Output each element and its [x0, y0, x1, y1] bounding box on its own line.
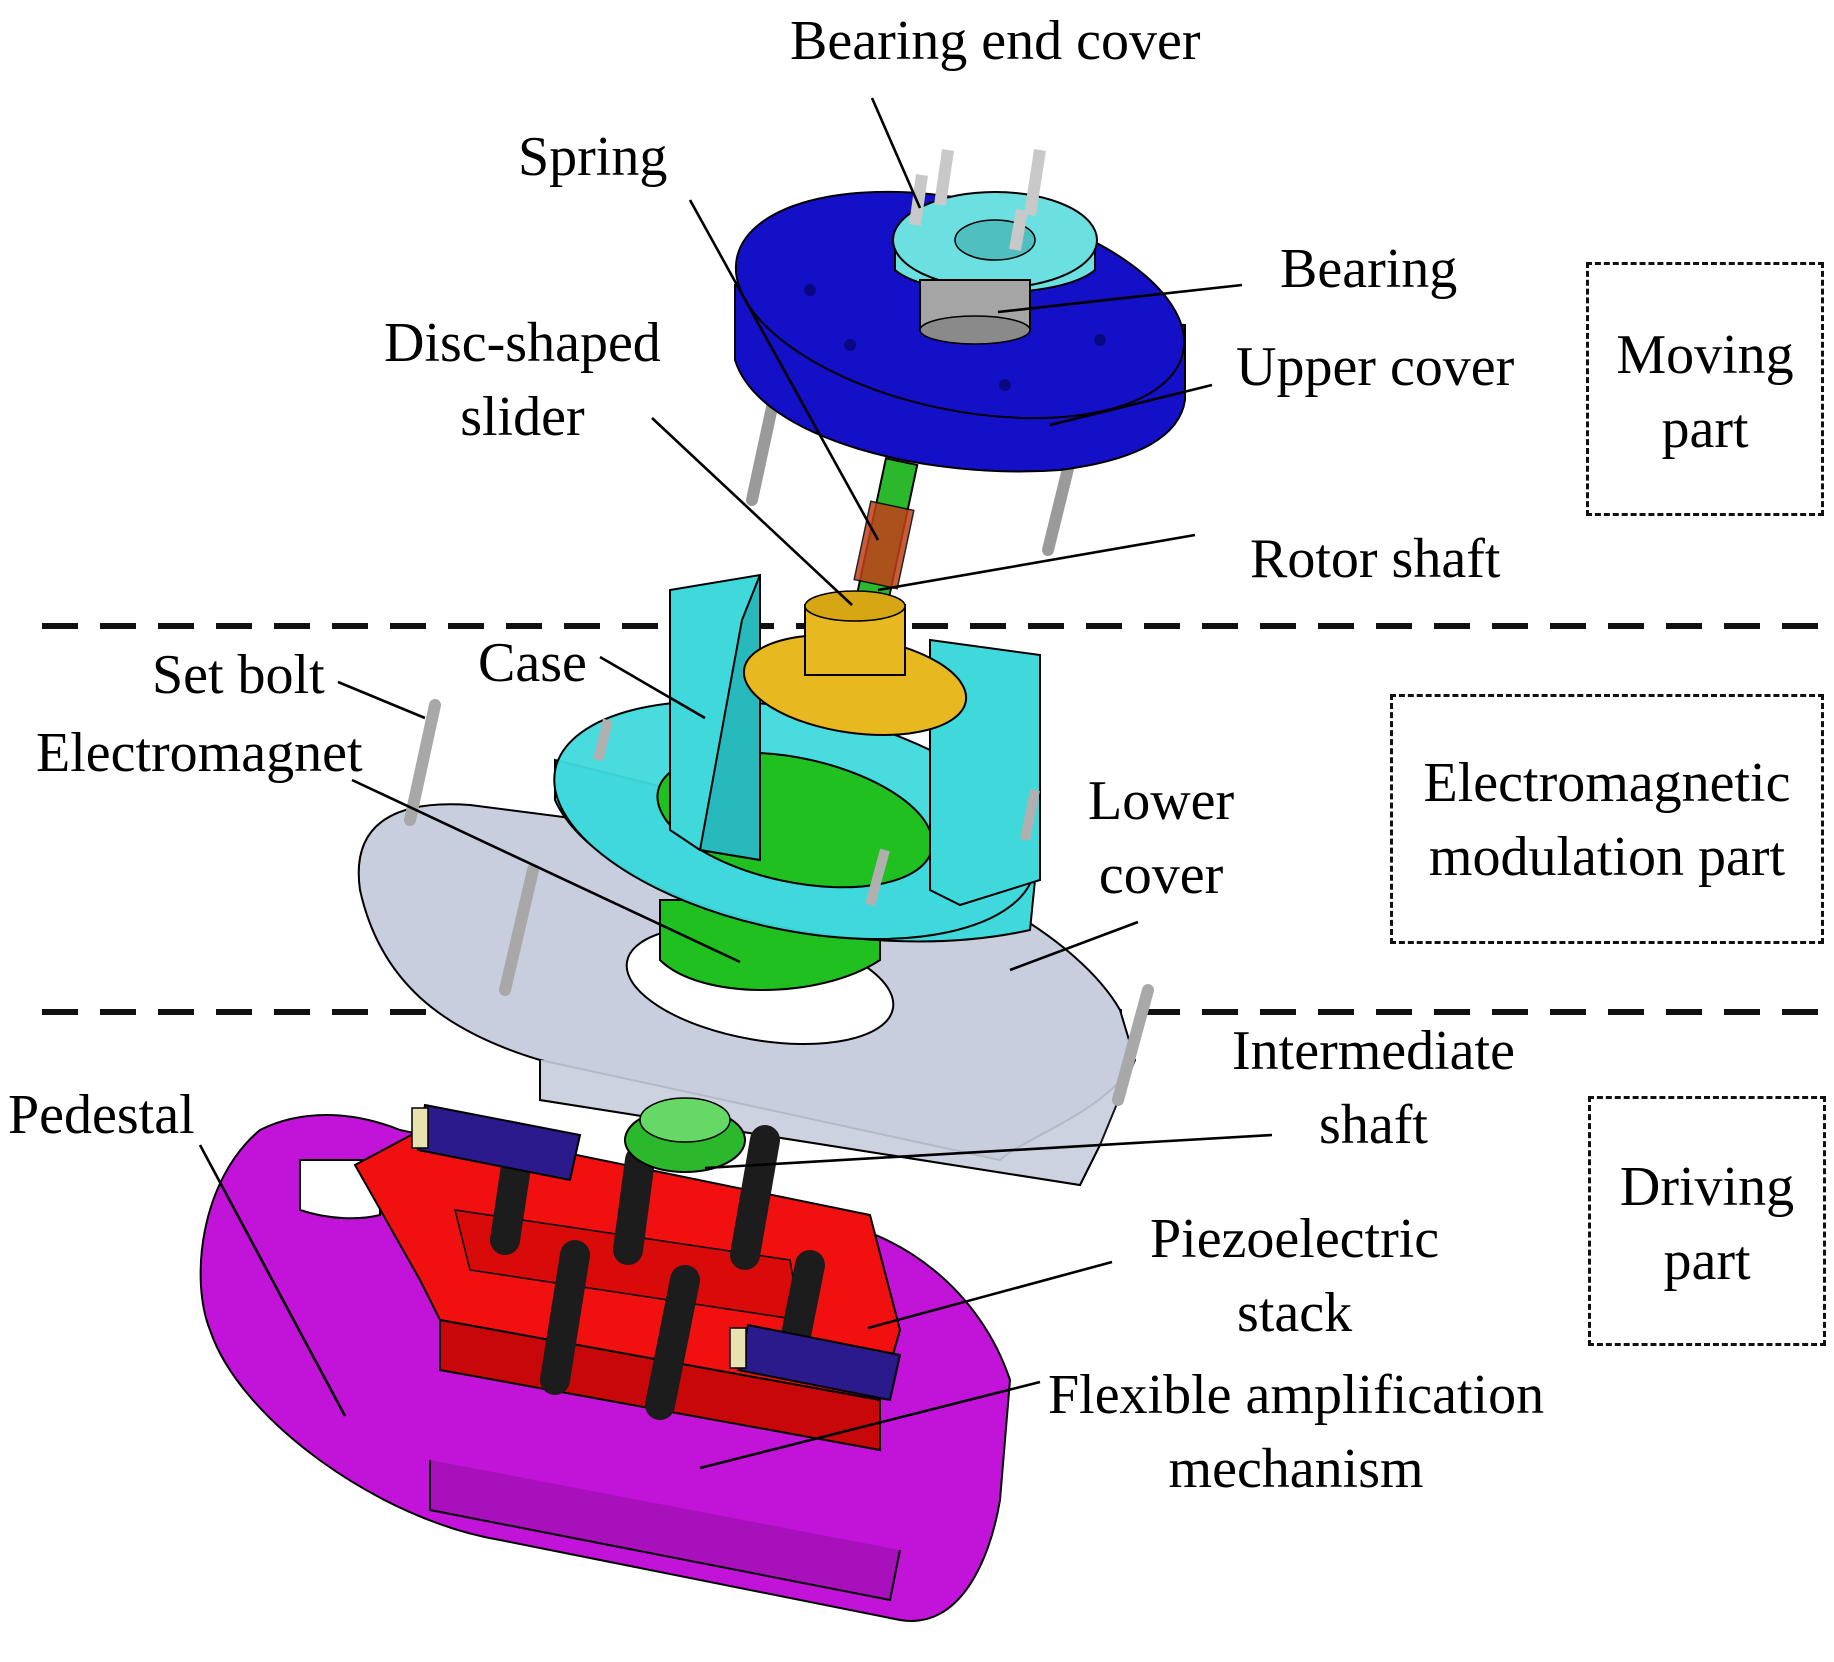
section-box-driving-part: [1588, 1096, 1826, 1346]
label-set-bolt: Set bolt: [152, 644, 325, 706]
disc-shaped-slider-part: [742, 590, 968, 737]
bearing-end-cover-part: [892, 149, 1098, 345]
label-pedestal: Pedestal: [8, 1084, 195, 1146]
label-rotor-shaft: Rotor shaft: [1250, 528, 1501, 590]
leader-upper-cover: [1049, 383, 1213, 427]
section-box-electromagnetic-modulation-part: [1390, 694, 1824, 944]
label-piezoelectric-stack: Piezoelectric stack: [1150, 1208, 1440, 1344]
section-box-moving-part: [1586, 262, 1824, 516]
leader-disc-shaped-slider: [651, 417, 853, 606]
leader-bearing: [997, 283, 1243, 314]
label-case: Case: [478, 632, 587, 694]
leader-electromagnet: [351, 778, 741, 964]
case-part: [553, 573, 1041, 943]
leader-piezoelectric-stack: [867, 1260, 1113, 1330]
label-spring: Spring: [518, 126, 668, 188]
leader-pedestal: [198, 1144, 347, 1417]
label-bearing: Bearing: [1280, 238, 1458, 300]
leader-flexible-amplification: [699, 1380, 1041, 1470]
leader-set-bolt: [337, 680, 426, 720]
leader-case: [599, 655, 706, 720]
leader-lines: [198, 97, 1273, 1470]
leader-lower-cover: [1009, 920, 1139, 972]
label-bearing-end-cover: Bearing end cover: [790, 10, 1201, 72]
leader-rotor-shaft: [877, 533, 1196, 592]
leader-intermediate-shaft: [704, 1133, 1273, 1170]
label-upper-cover: Upper cover: [1236, 336, 1515, 398]
section-label-moving-part: Moving part: [1616, 324, 1794, 460]
intermediate-shaft-part: [624, 1097, 746, 1173]
label-disc-shaped-slider: Disc-shaped slider: [384, 312, 661, 448]
section-label-electromagnetic-modulation-part: Electromagnetic modulation part: [1423, 752, 1791, 888]
label-lower-cover: Lower cover: [1088, 770, 1235, 906]
piezoelectric-stacks: [411, 1103, 902, 1402]
label-electromagnet: Electromagnet: [36, 722, 363, 784]
leader-bearing-end-cover: [870, 97, 922, 209]
label-intermediate-shaft: Intermediate shaft: [1232, 1020, 1515, 1156]
label-flexible-amplification-mechanism: Flexible amplification mechanism: [1048, 1364, 1545, 1500]
section-label-driving-part: Driving part: [1619, 1156, 1795, 1292]
leader-spring: [688, 199, 880, 541]
